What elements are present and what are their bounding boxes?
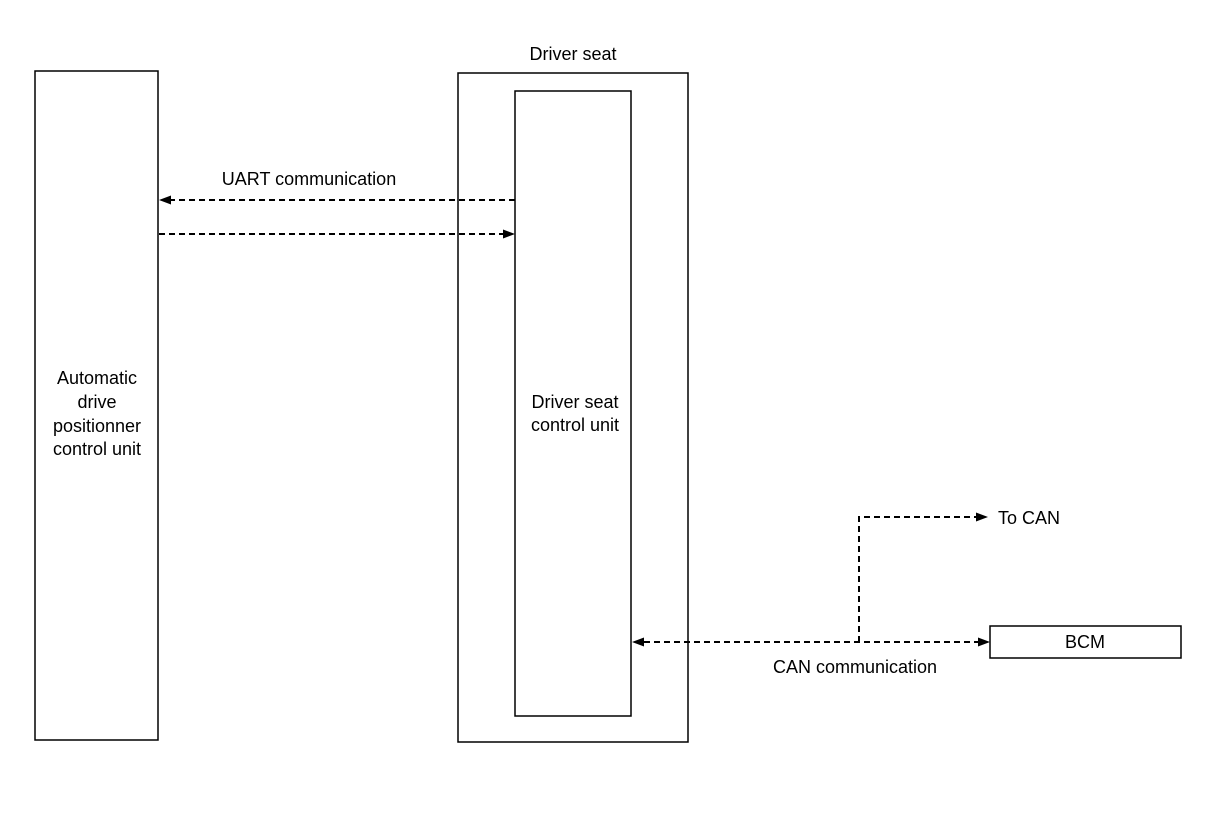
driver-seat-unit-label-line-2: control unit	[531, 415, 619, 435]
can-arrowhead-right	[978, 637, 990, 647]
to-can-label: To CAN	[998, 508, 1060, 528]
uart-link: UART communication	[159, 169, 515, 239]
adp-label-line-1: Automatic	[57, 368, 137, 388]
adp-control-unit-block: Automatic drive positionner control unit	[34, 70, 159, 741]
adp-control-unit-box	[34, 70, 159, 741]
adp-label-line-3: positionner	[53, 416, 141, 436]
uart-arrowhead-left	[159, 195, 171, 205]
uart-label: UART communication	[222, 169, 396, 189]
can-label: CAN communication	[773, 657, 937, 677]
driver-seat-title: Driver seat	[529, 44, 616, 64]
to-can-branch-line	[858, 516, 976, 642]
can-arrowhead-left	[632, 637, 644, 647]
adp-label-line-4: control unit	[53, 439, 141, 459]
driver-seat-unit-label-line-1: Driver seat	[531, 392, 618, 412]
bcm-box	[989, 625, 1182, 659]
bcm-block: BCM	[989, 625, 1182, 659]
to-can-arrowhead	[976, 512, 988, 522]
uart-arrowhead-right	[503, 229, 515, 239]
driver-seat-control-unit-box	[514, 90, 632, 717]
can-link: CAN communication To CAN	[632, 508, 1060, 677]
driver-seat-block: Driver seat Driver seat control unit	[457, 44, 689, 743]
bcm-label: BCM	[1065, 632, 1105, 652]
adp-label-line-2: drive	[77, 392, 116, 412]
